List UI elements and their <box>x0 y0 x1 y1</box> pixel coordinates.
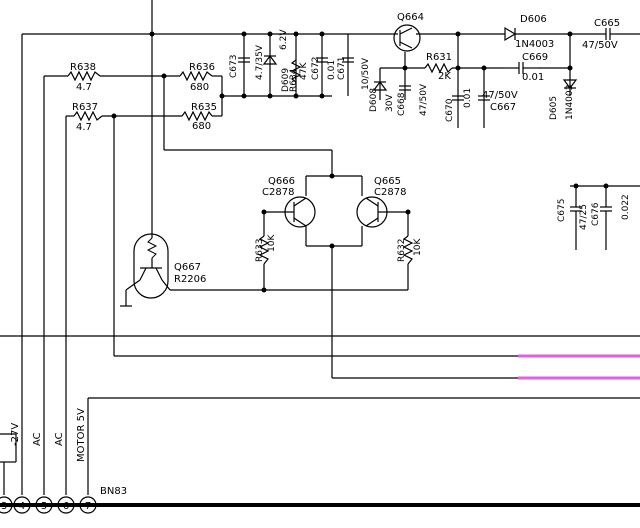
label-c669: C669 <box>522 52 548 63</box>
pin-number: 7 <box>85 501 91 512</box>
label-r632: R632 <box>397 239 407 262</box>
signal-label: MOTOR 5V <box>76 408 87 462</box>
label-c675: C675 <box>557 199 567 222</box>
label-c676-value: 0.022 <box>621 194 631 220</box>
label-d606: D606 <box>520 14 547 25</box>
signal-label: -27V <box>10 423 21 446</box>
label-c665: C665 <box>594 18 620 29</box>
label-c673-value: 4.7/35V <box>255 44 265 80</box>
label-c665-value: 47/50V <box>582 40 618 51</box>
capacitors <box>238 28 616 222</box>
label-q665: Q665 <box>374 176 401 187</box>
label-q666: Q666 <box>268 176 295 187</box>
label-r636: R636 <box>189 62 215 73</box>
label-d605-value: 1N4003 <box>565 85 575 120</box>
pin-number: 6 <box>63 501 69 512</box>
label-q664: Q664 <box>397 12 424 23</box>
pin-number: 5 <box>41 501 47 512</box>
label-c676: C676 <box>591 202 601 226</box>
connector-pin-7: 7 <box>79 496 97 514</box>
resistors <box>67 59 453 265</box>
label-q665-type: C2878 <box>374 187 406 198</box>
highlight-traces <box>518 354 640 380</box>
label-r635-value: 680 <box>192 121 211 132</box>
label-c672: C672 <box>311 57 321 80</box>
pin-number: 4 <box>19 501 25 512</box>
label-c675-value: 47/25 <box>579 204 589 230</box>
label-r638: R638 <box>70 62 96 73</box>
label-c671: C671 <box>337 57 347 80</box>
q666-transistor <box>284 196 316 228</box>
label-r634-value: 47K <box>299 62 309 80</box>
label-c670: C670 <box>445 98 455 122</box>
q664-transistor <box>393 24 421 52</box>
label-d609-value: 6.2V <box>279 29 289 50</box>
label-r637: R637 <box>72 102 98 113</box>
junctions <box>111 31 609 293</box>
label-q666-type: C2878 <box>262 187 294 198</box>
label-q667-type: R2206 <box>174 274 206 285</box>
diodes <box>262 26 578 91</box>
label-d606-value: 1N4003 <box>515 39 554 50</box>
connector-pin-5: 5 <box>35 496 53 514</box>
q665-transistor <box>356 196 388 228</box>
label-r634: R634 <box>289 68 299 92</box>
connector-name: BN83 <box>100 486 127 497</box>
label-d608: D608 <box>369 88 379 112</box>
pin-number: 3 <box>1 501 7 512</box>
label-c667-value: 47/50V <box>482 90 518 101</box>
connector-bn83: 3 4 5 6 7 BN83 -27V AC AC MOTOR 5V <box>0 408 640 514</box>
connector-pin-3: 3 <box>0 496 13 514</box>
label-c673: C673 <box>229 55 239 78</box>
label-c672-value: 0.01 <box>327 60 337 80</box>
label-r633-value: 10K <box>267 234 277 252</box>
label-c669-value: 0.01 <box>522 72 544 83</box>
label-c670-value: 0.01 <box>463 88 473 108</box>
label-r638-value: 4.7 <box>76 82 92 93</box>
label-r632-value: 10K <box>413 238 423 256</box>
label-d605: D605 <box>549 96 559 120</box>
label-r637-value: 4.7 <box>76 122 92 133</box>
label-d608-value: 30V <box>385 94 395 112</box>
label-c668-value: 47/50V <box>419 83 429 116</box>
label-c667: C667 <box>490 102 516 113</box>
label-r631: R631 <box>426 52 452 63</box>
label-r635: R635 <box>191 102 217 113</box>
label-r633: R633 <box>255 239 265 262</box>
component-labels: Q664 D606 1N4003 C665 47/50V C669 0.01 R… <box>70 12 631 285</box>
label-q667: Q667 <box>174 262 201 273</box>
signal-label: AC <box>32 432 43 446</box>
signal-label: AC <box>54 432 65 446</box>
connector-pin-6: 6 <box>57 496 75 514</box>
label-r636-value: 680 <box>190 82 209 93</box>
q667-transistor <box>120 233 171 307</box>
label-c671-value: 10/50V <box>361 57 371 90</box>
label-c668: C668 <box>397 92 407 116</box>
label-d609: D609 <box>281 68 291 92</box>
connector-pin-4: 4 <box>13 496 31 514</box>
label-r631-value: 2K <box>438 71 451 82</box>
